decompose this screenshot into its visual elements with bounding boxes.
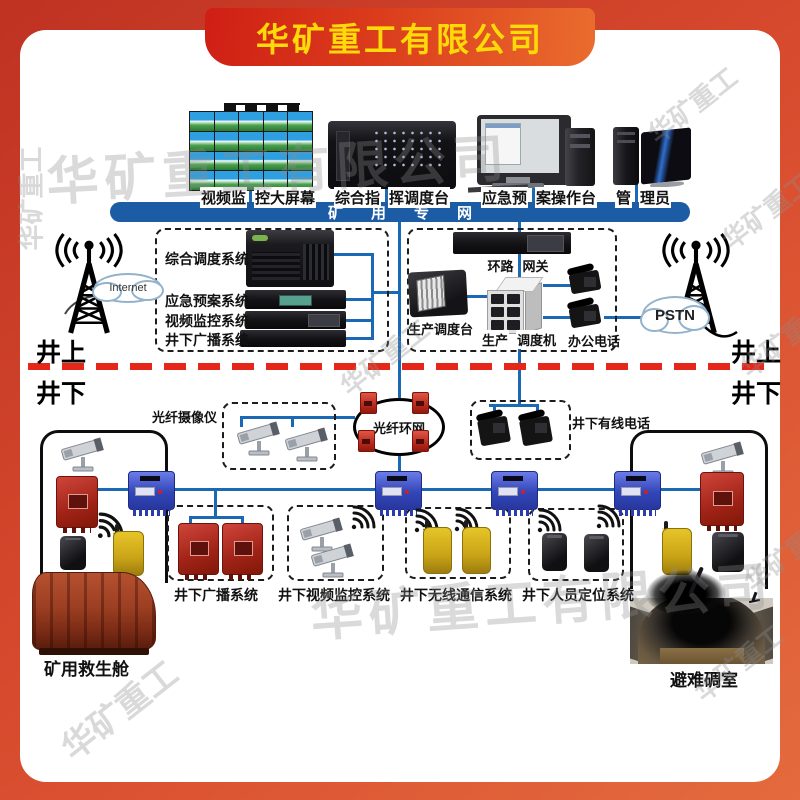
label-dispatch-console: 生产调度台 (408, 322, 474, 337)
label-fiber-camera: 光纤摄像仪 (152, 410, 218, 425)
label-emergency-console: 应急预案操作台 (480, 187, 598, 208)
ring-node (412, 392, 429, 414)
dispatch-machine-device (487, 277, 545, 335)
company-banner: 华矿重工有限公司 (205, 8, 595, 66)
ring-node (360, 392, 377, 414)
emergency-workstation-monitor (477, 115, 571, 185)
underground-positioning-box (528, 508, 624, 581)
wireless-signal-icon (536, 508, 562, 534)
locator-tag (584, 534, 609, 572)
office-phone-2 (566, 296, 604, 330)
ring-node (412, 430, 429, 452)
broadcast-speaker (222, 523, 263, 580)
label-video-system: 视频监控系统 (165, 313, 249, 329)
dark-blast-mark (646, 570, 726, 614)
label-refuge-chamber: 避难碉室 (670, 671, 738, 690)
emergency-rack-device (245, 290, 346, 309)
label-dispatch-system: 综合调度系统 (165, 251, 249, 267)
mine-substation (56, 476, 98, 533)
admin-pc-monitor (641, 127, 691, 185)
wireless-signal-icon (595, 504, 621, 530)
broadcast-rack-device (240, 330, 346, 347)
label-underground-broadcast: 井下广播系统 (174, 587, 258, 603)
wireless-signal-icon (350, 505, 376, 531)
underground-phone-1 (475, 408, 513, 447)
cctv-camera (60, 436, 105, 472)
pstn-cloud: PSTN (640, 296, 710, 334)
cctv-camera (284, 426, 329, 462)
gateway-device (453, 232, 571, 254)
internet-cloud: Internet (92, 273, 164, 303)
dispatch-server-device (246, 230, 334, 287)
emergency-workstation-tower (565, 128, 595, 186)
company-title: 华矿重工有限公司 (256, 21, 544, 58)
label-gateway: 环路网关 (486, 256, 550, 275)
base-station (128, 471, 175, 516)
underground-label-right: 井下 (731, 380, 782, 408)
office-phone-1 (566, 262, 604, 295)
small-figure-mark (747, 590, 761, 606)
label-office-phone: 办公电话 (568, 334, 621, 349)
mine-substation (700, 472, 744, 531)
rescue-capsule-image (32, 572, 156, 655)
base-station (375, 471, 422, 516)
label-command-console: 综合指挥调度台 (333, 187, 451, 208)
admin-pc-tower (613, 127, 639, 185)
command-console-device (328, 121, 456, 189)
label-underground-wireless: 井下无线通信系统 (400, 587, 512, 603)
surface-label-left: 井上 (36, 339, 87, 367)
label-underground-positioning: 井下人员定位系统 (522, 587, 634, 603)
surface-underground-divider (28, 363, 772, 370)
locator-tag (60, 536, 86, 570)
label-admin: 管理员 (614, 187, 672, 208)
label-video-wall: 视频监控大屏幕 (199, 187, 317, 208)
underground-video-box (287, 505, 384, 581)
base-station (614, 471, 661, 516)
locator-tag (542, 533, 567, 571)
video-wall (189, 111, 313, 191)
underground-broadcast-box (167, 505, 274, 581)
video-wall-mount (224, 103, 300, 114)
video-rack-device (245, 311, 346, 329)
base-station (491, 471, 538, 516)
production-dispatch-console-device (407, 269, 469, 318)
underground-phone-2 (517, 408, 555, 447)
label-wired-phone: 井下有线电话 (572, 416, 651, 431)
surface-label-right: 井上 (731, 339, 782, 367)
underground-label-left: 井下 (36, 380, 87, 408)
label-broadcast-system: 井下广播系统 (165, 332, 249, 348)
label-underground-video: 井下视频监控系统 (278, 587, 390, 603)
fiber-camera-box (222, 402, 336, 470)
label-dispatch-machine: 生产调度机 (480, 330, 558, 349)
cctv-camera (310, 542, 355, 578)
label-emergency-system: 应急预案系统 (165, 293, 249, 309)
label-rescue-capsule: 矿用救生舱 (44, 660, 129, 679)
ring-node (358, 430, 375, 452)
broadcast-speaker (178, 523, 219, 580)
wired-phone-box (470, 400, 571, 460)
locator-tag (712, 532, 744, 572)
